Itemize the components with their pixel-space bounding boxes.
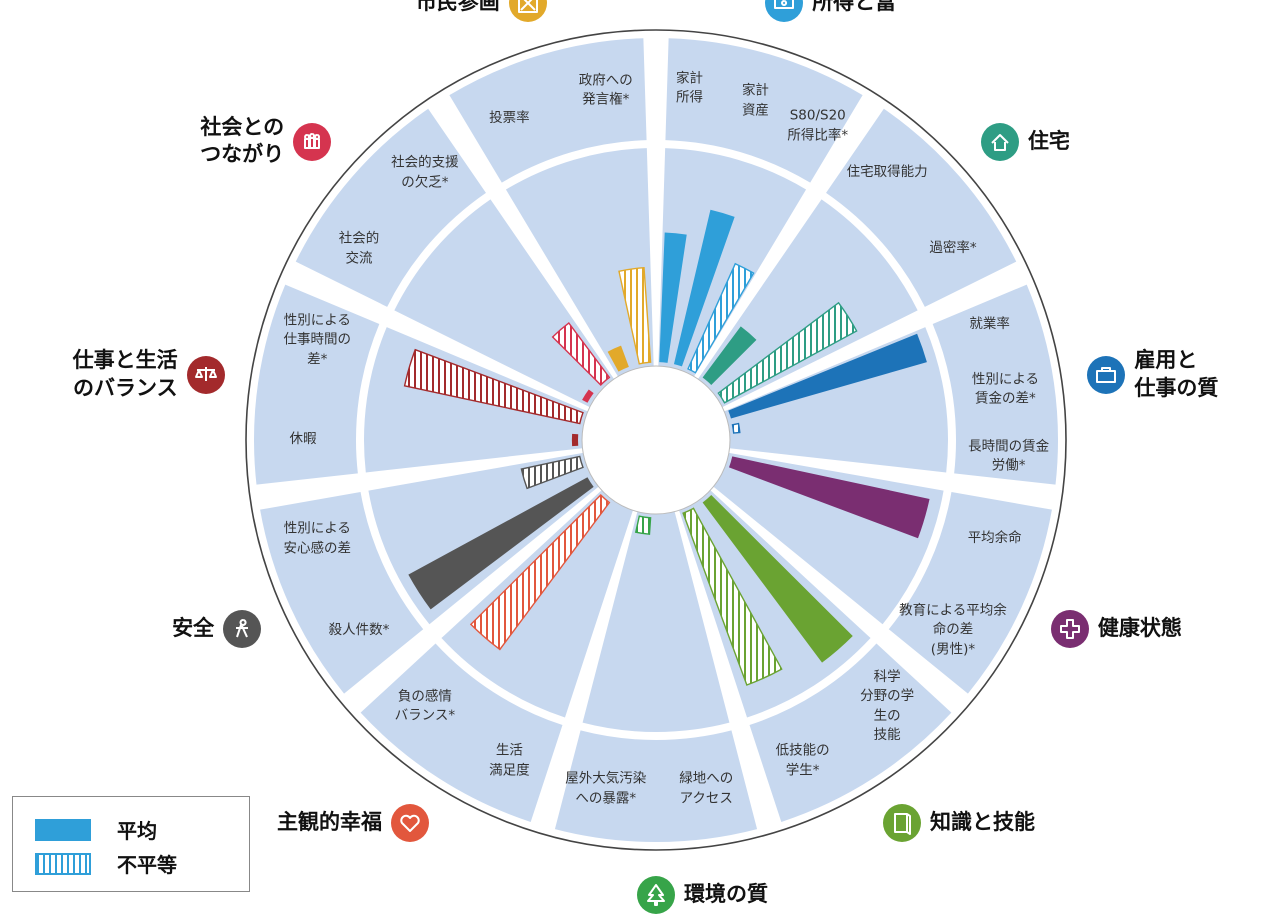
- sector-housing: [826, 108, 1017, 307]
- social-icon: [293, 123, 332, 162]
- bar-wellbeing-1: [469, 494, 611, 651]
- bar-safety-0: [408, 477, 594, 610]
- indicator-label: 低技能の 学生*: [775, 742, 830, 779]
- sector-wellbeing: [360, 643, 563, 822]
- sector-inner-environment: [582, 511, 730, 732]
- dimension-label-jobs: 雇用と 仕事の質: [1134, 348, 1219, 400]
- bar-balance-1: [403, 348, 584, 425]
- sector-knowledge: [749, 643, 952, 822]
- sector-inner-housing: [697, 199, 918, 408]
- sector-jobs: [932, 284, 1058, 485]
- indicator-label: 科学 分野の学 生の 技能: [860, 668, 915, 744]
- sector-social: [295, 108, 486, 307]
- sector-inner-social: [394, 199, 615, 408]
- sector-safety: [260, 492, 424, 694]
- legend-inequality: 不平等: [35, 849, 177, 878]
- indicator-label: S80/S20 所得比率*: [787, 107, 849, 144]
- indicator-label: 緑地への アクセス: [679, 770, 734, 807]
- indicator-label: 住宅取得能力: [846, 164, 928, 181]
- dimension-label-safety: 安全: [172, 616, 215, 640]
- dimension-label-income: 所得と富: [812, 0, 897, 15]
- bar-housing-1: [717, 301, 858, 404]
- outer-ring: [245, 29, 1067, 851]
- legend: 平均 不平等: [12, 796, 250, 892]
- legend-inequality-label: 不平等: [117, 853, 177, 877]
- dimension-label-wellbeing: 主観的幸福: [277, 809, 383, 834]
- wellbeing-icon: [391, 803, 429, 842]
- sector-inner-wellbeing: [441, 490, 633, 718]
- bar-civic-0: [607, 345, 629, 372]
- indicator-label: 殺人件数*: [328, 622, 390, 639]
- dimension-label-civic: 市民参画: [415, 0, 500, 15]
- bar-income-2: [687, 262, 755, 374]
- civic-icon: [508, 0, 547, 23]
- bar-civic-1: [618, 266, 652, 365]
- legend-average-swatch: [35, 818, 91, 841]
- dimension-label-health: 健康状態: [1097, 616, 1182, 640]
- bar-knowledge-1: [682, 507, 783, 686]
- indicator-label: 長時間の賃金 労働*: [968, 438, 1050, 474]
- indicator-label: 就業率: [969, 315, 1010, 332]
- bar-safety-1: [520, 455, 584, 490]
- center-hub: [581, 365, 731, 515]
- sector-income: [665, 38, 863, 183]
- indicator-label: 社会的支援 の欠乏*: [391, 154, 459, 191]
- knowledge-icon: [882, 803, 921, 842]
- bar-social-1: [551, 322, 611, 386]
- health-icon: [1050, 610, 1089, 648]
- bar-layer: [403, 209, 930, 686]
- environment-icon: [637, 876, 675, 914]
- safety-icon: [223, 610, 262, 648]
- bar-environment-1: [634, 515, 652, 535]
- bar-health-0: [729, 456, 930, 539]
- indicator-label: 政府への 発言権*: [578, 72, 633, 108]
- indicator-label: 負の感情 バランス*: [394, 688, 456, 724]
- sector-layer: [245, 29, 1067, 851]
- dimension-label-environment: 環境の質: [684, 882, 768, 906]
- bar-social-0: [582, 389, 594, 403]
- bar-balance-0: [571, 433, 579, 447]
- dimension-label-balance: 仕事と生活 のバランス: [72, 348, 178, 400]
- legend-average: 平均: [35, 815, 157, 844]
- legend-average-label: 平均: [117, 819, 157, 843]
- housing-icon: [980, 123, 1019, 162]
- dimension-label-knowledge: 知識と技能: [929, 809, 1035, 834]
- sector-inner-civic: [505, 148, 654, 377]
- dimension-label-social: 社会との つながり: [200, 115, 285, 167]
- bar-knowledge-0: [702, 495, 853, 663]
- indicator-label: 家計 資産: [741, 82, 769, 119]
- indicator-label: 過密率*: [929, 240, 977, 257]
- indicator-label: 家計 所得: [676, 70, 704, 106]
- indicator-label: 休暇: [289, 431, 317, 448]
- bar-jobs-0: [728, 333, 927, 419]
- indicator-label: 性別による 安心感の差: [283, 520, 352, 557]
- bar-housing-0: [702, 326, 757, 385]
- indicator-label: 社会的 交流: [338, 230, 380, 267]
- legend-inequality-swatch: [35, 852, 91, 875]
- indicator-label: 生活 満足度: [489, 742, 530, 779]
- sector-civic: [449, 38, 647, 183]
- sector-environment: [554, 730, 758, 843]
- sector-health: [888, 492, 1052, 694]
- income-icon: [765, 0, 804, 23]
- indicator-label: 屋外大気汚染 への暴露*: [565, 770, 647, 807]
- indicator-label: 性別による 賃金の差*: [971, 371, 1039, 407]
- indicator-label: 性別による 仕事時間の 差*: [283, 312, 352, 368]
- jobs-icon: [1087, 356, 1126, 395]
- bar-jobs-1: [731, 422, 741, 434]
- balance-icon: [186, 356, 225, 395]
- indicator-label: 投票率: [489, 110, 530, 127]
- bar-income-0: [659, 232, 687, 363]
- sector-balance: [253, 284, 380, 485]
- indicator-label: 教育による平均余 命の差 (男性)*: [899, 602, 1007, 658]
- dimension-label-housing: 住宅: [1027, 129, 1070, 154]
- bar-income-1: [673, 209, 735, 367]
- indicator-label: 平均余命: [967, 530, 1022, 547]
